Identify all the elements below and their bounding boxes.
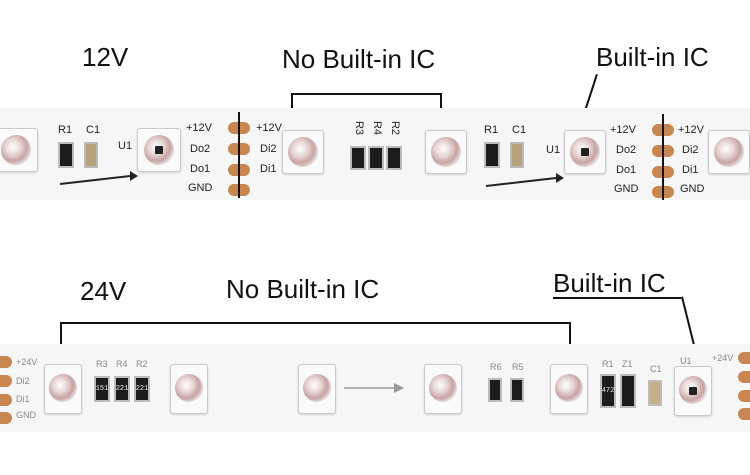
label-r1: R1: [602, 359, 614, 369]
led-strip-24v: +24V Di2 Di1 GND R3 R4 R2 151 221 221 R6…: [0, 344, 750, 432]
label-u1: U1: [680, 356, 692, 366]
led-chip-built-in-ic: [564, 130, 606, 174]
voltage-label-12v: 12V: [82, 42, 129, 72]
label-u1: U1: [118, 140, 133, 152]
built-in-ic-label-top: Built-in IC: [596, 42, 709, 72]
label-r4: R4: [116, 359, 128, 369]
label-z1: Z1: [622, 359, 633, 369]
cut-line: [662, 114, 664, 200]
label-r1: R1: [58, 124, 73, 136]
connector-line: [60, 322, 570, 324]
cut-line: [238, 112, 240, 198]
resistor: [58, 142, 74, 168]
resistor-221: 221: [134, 376, 150, 402]
led-chip: [425, 130, 467, 174]
solder-pad: [738, 371, 750, 383]
resistor-221: 221: [114, 376, 130, 402]
capacitor: [510, 142, 524, 168]
led-chip: [44, 364, 82, 414]
solder-pad: [738, 352, 750, 364]
pad-label-di2: Di2: [16, 376, 30, 386]
pad-label-di1: Di1: [16, 394, 30, 404]
pad-label-do2: Do2: [616, 144, 637, 156]
led-strip-12v: R1 C1 U1 +12V Do2 Do1 GND +12V Di2 Di1 R…: [0, 108, 750, 200]
capacitor: [648, 380, 662, 406]
led-chip-built-in-ic: [674, 366, 712, 416]
led-chip: [0, 128, 38, 172]
pad-label-do1: Do1: [616, 164, 637, 176]
pad-label-12v-in: +12V: [678, 124, 704, 136]
label-r1: R1: [484, 124, 499, 136]
resistor: [510, 378, 524, 402]
led-chip: [282, 130, 324, 174]
pad-label-di2: Di2: [682, 144, 699, 156]
label-r3: R3: [96, 359, 108, 369]
led-chip: [170, 364, 208, 414]
label-r2: R2: [136, 359, 148, 369]
pad-label-do1: Do1: [190, 163, 211, 175]
pointer-line: [553, 297, 681, 299]
pad-label-24v: +24V: [712, 353, 734, 363]
pad-label-di2: Di2: [260, 143, 277, 155]
led-chip: [424, 364, 462, 414]
led-chip: [708, 130, 750, 174]
built-in-ic-label-bottom: Built-in IC: [553, 268, 666, 298]
pad-label-24v: +24V: [16, 357, 38, 367]
label-r4: R4: [371, 120, 384, 136]
label-r3: R3: [353, 120, 366, 136]
solder-pad: [738, 408, 750, 420]
led-chip: [550, 364, 588, 414]
resistor-472: 472: [600, 374, 616, 408]
solder-pad: [0, 356, 12, 368]
resistor: [484, 142, 500, 168]
label-c1: C1: [650, 364, 662, 374]
solder-pad: [0, 394, 12, 406]
pad-label-do2: Do2: [190, 143, 211, 155]
label-r5: R5: [512, 362, 524, 372]
direction-arrow: [485, 173, 564, 187]
led-chip-built-in-ic: [137, 128, 181, 172]
resistor: [386, 146, 402, 170]
label-u1: U1: [546, 144, 561, 156]
pad-label-gnd: GND: [188, 182, 213, 194]
capacitor: [84, 142, 98, 168]
pad-label-12v: +12V: [186, 122, 212, 134]
resistor-151: 151: [94, 376, 110, 402]
resistor: [488, 378, 502, 402]
no-built-in-ic-label-top: No Built-in IC: [282, 44, 436, 74]
pad-label-12v-in: +12V: [256, 122, 282, 134]
pad-label-di1: Di1: [260, 163, 277, 175]
pad-label-gnd: GND: [614, 183, 639, 195]
label-r6: R6: [490, 362, 502, 372]
direction-arrow: [344, 383, 404, 393]
resistor: [350, 146, 366, 170]
connector-line: [291, 93, 441, 95]
led-chip: [298, 364, 336, 414]
label-r2: R2: [389, 120, 402, 136]
solder-pad: [0, 412, 12, 424]
solder-pad: [738, 390, 750, 402]
pad-label-12v: +12V: [610, 124, 636, 136]
direction-arrow: [59, 171, 138, 185]
label-c1: C1: [512, 124, 527, 136]
no-built-in-ic-label-bottom: No Built-in IC: [226, 274, 380, 304]
voltage-label-24v: 24V: [80, 276, 127, 306]
pad-label-gnd: GND: [16, 410, 36, 420]
pad-label-gnd: GND: [680, 183, 705, 195]
pad-label-di1: Di1: [682, 164, 699, 176]
zener-diode: [620, 374, 636, 408]
solder-pad: [0, 375, 12, 387]
resistor: [368, 146, 384, 170]
label-c1: C1: [86, 124, 101, 136]
